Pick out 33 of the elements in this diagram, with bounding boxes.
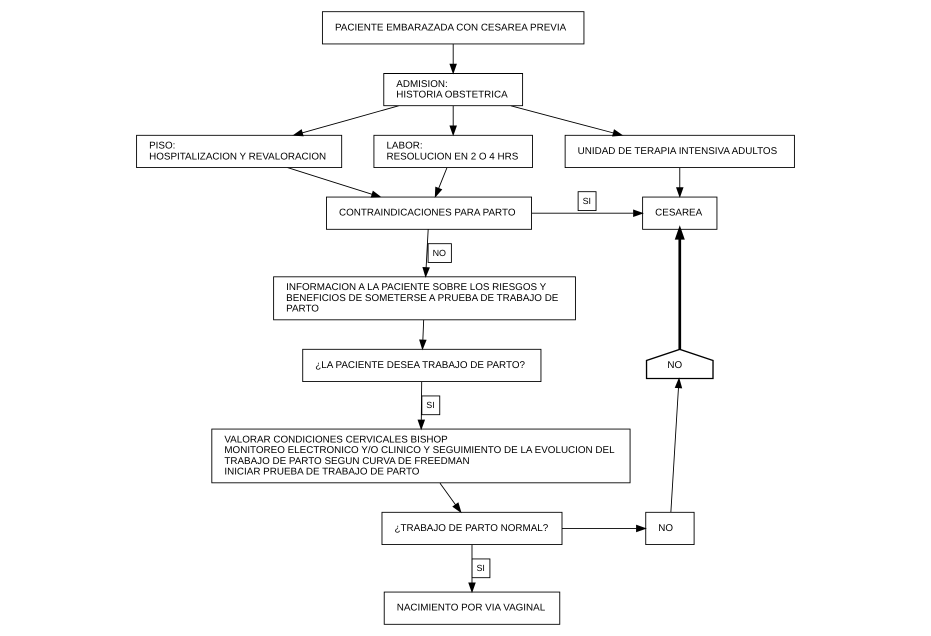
edge-label: SI bbox=[476, 563, 485, 574]
node-box: PISO: HOSPITALIZACION Y REVALORACION bbox=[136, 134, 342, 168]
arrow bbox=[510, 105, 624, 136]
arrow bbox=[287, 167, 382, 198]
arrow bbox=[670, 377, 682, 513]
node-box: NO bbox=[645, 512, 695, 546]
arrow bbox=[449, 44, 457, 74]
edge-label: SI bbox=[426, 400, 435, 410]
node-box: PACIENTE EMBARAZADA CON CESAREA PREVIA bbox=[322, 11, 584, 44]
node-box: ADMISION: HISTORIA OBSTETRICA bbox=[383, 73, 524, 106]
arrow bbox=[449, 106, 457, 136]
edge-label: SI bbox=[582, 196, 592, 206]
node-box: UNIDAD DE TERAPIA INTENSIVA ADULTOS bbox=[564, 134, 795, 168]
arrow bbox=[468, 544, 476, 594]
node-box: NACIMIENTO POR VIA VAGINAL bbox=[384, 592, 560, 625]
node-box: INFORMACION A LA PACIENTE SOBRE LOS RIESGOS Y BENEFICIOS DE SOMETERSE A PRUEBA DE TRABAJO DE PARTO bbox=[273, 276, 576, 320]
node-box: ¿TRABAJO DE PARTO NORMAL? bbox=[382, 512, 562, 546]
node-box: ¿LA PACIENTE DESEA TRABAJO DE PARTO? bbox=[302, 348, 542, 382]
node-box: LABOR: RESOLUCION EN 2 O 4 HRS bbox=[373, 134, 533, 168]
arrow bbox=[434, 167, 448, 198]
arrow bbox=[419, 319, 427, 350]
node-box: CESAREA bbox=[642, 196, 718, 230]
node-box: CONTRAINDICACIONES PARA PARTO bbox=[326, 196, 532, 230]
arrow bbox=[531, 209, 644, 217]
arrow bbox=[422, 228, 430, 278]
arrow bbox=[562, 524, 647, 532]
arrow bbox=[418, 381, 426, 430]
node-box: VALORAR CONDICIONES CERVICALES BISHOP MONITOREO ELECTRONICO Y/O CLINICO Y SEGUIMIENTO DE LA EVOLUCION DEL TRABAJO DE PARTO SEGUN CURVA DE FREEDMAN INICIAR PRUEBA DE TRABAJO DE PARTO bbox=[211, 428, 631, 484]
arrow bbox=[676, 167, 684, 198]
arrow bbox=[674, 225, 685, 350]
edge-label: NO bbox=[432, 248, 446, 258]
arrow bbox=[292, 105, 400, 136]
arrow bbox=[440, 482, 462, 514]
